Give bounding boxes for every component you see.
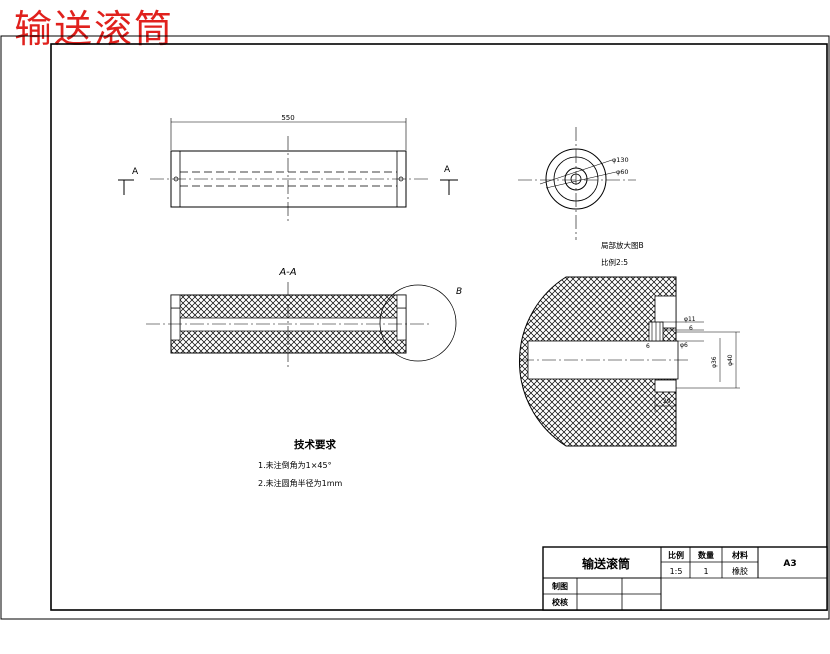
note-2: 2.未注圆角半径为1mm [258,478,343,488]
side-view: φ130 φ60 [518,127,636,240]
section-mark-left: A [132,167,139,177]
technical-notes: 技术要求 1.未注倒角为1×45° 2.未注圆角半径为1mm [258,438,343,488]
title-block-material-label: 材料 [732,550,748,560]
title-block-drawn-label: 制图 [552,581,568,591]
detail-dim-3: φ6 [680,342,688,349]
side-inner-dim: φ60 [616,168,629,176]
title-block-scale-value: 1:5 [670,567,683,576]
note-1: 1.未注倒角为1×45° [258,460,332,470]
detail-dim-2: 6 [689,325,693,332]
title-block-sheet-size: A3 [783,559,796,569]
detail-title: 局部放大图B [601,240,644,250]
detail-scale: 比例2:5 [601,257,628,267]
detail-dim-4: 6 [646,343,650,350]
section-view: A-A B [146,267,462,368]
notes-title: 技术要求 [294,438,336,451]
title-block-material-value: 橡胶 [732,566,748,576]
top-view: 550 A A [118,114,458,222]
side-outer-dim: φ130 [612,156,629,164]
title-block-qty-value: 1 [703,567,708,576]
section-label: A-A [278,267,296,278]
title-block: 输送滚筒 比例 1:5 数量 1 材料 橡胶 A3 制图 校核 [542,546,828,611]
title-block-part-name: 输送滚筒 [582,556,630,571]
section-arrow-right [440,179,458,195]
title-block-qty-label: 数量 [698,550,714,560]
detail-dim-1: φ11 [684,316,696,323]
title-block-checked-label: 校核 [552,597,568,607]
detail-callout-label: B [456,287,462,297]
outer-border [0,35,830,620]
detail-dim-6: φ40 [727,354,734,366]
section-mark-right: A [444,165,451,175]
drawing-header-title: 输送滚筒 [14,7,175,51]
title-block-scale-label: 比例 [668,550,684,560]
detail-b-circle [379,284,457,362]
section-arrow-left [118,179,134,195]
inner-frame [50,43,828,611]
detail-dim-5: φ36 [711,356,718,368]
shaft-bore [179,317,398,332]
detail-dim-7: 29 [663,398,671,405]
length-dimension-text: 550 [281,114,294,122]
detail-view: 局部放大图B 比例2:5 φ11 6 φ6 6 φ36 φ40 29 [519,240,740,447]
